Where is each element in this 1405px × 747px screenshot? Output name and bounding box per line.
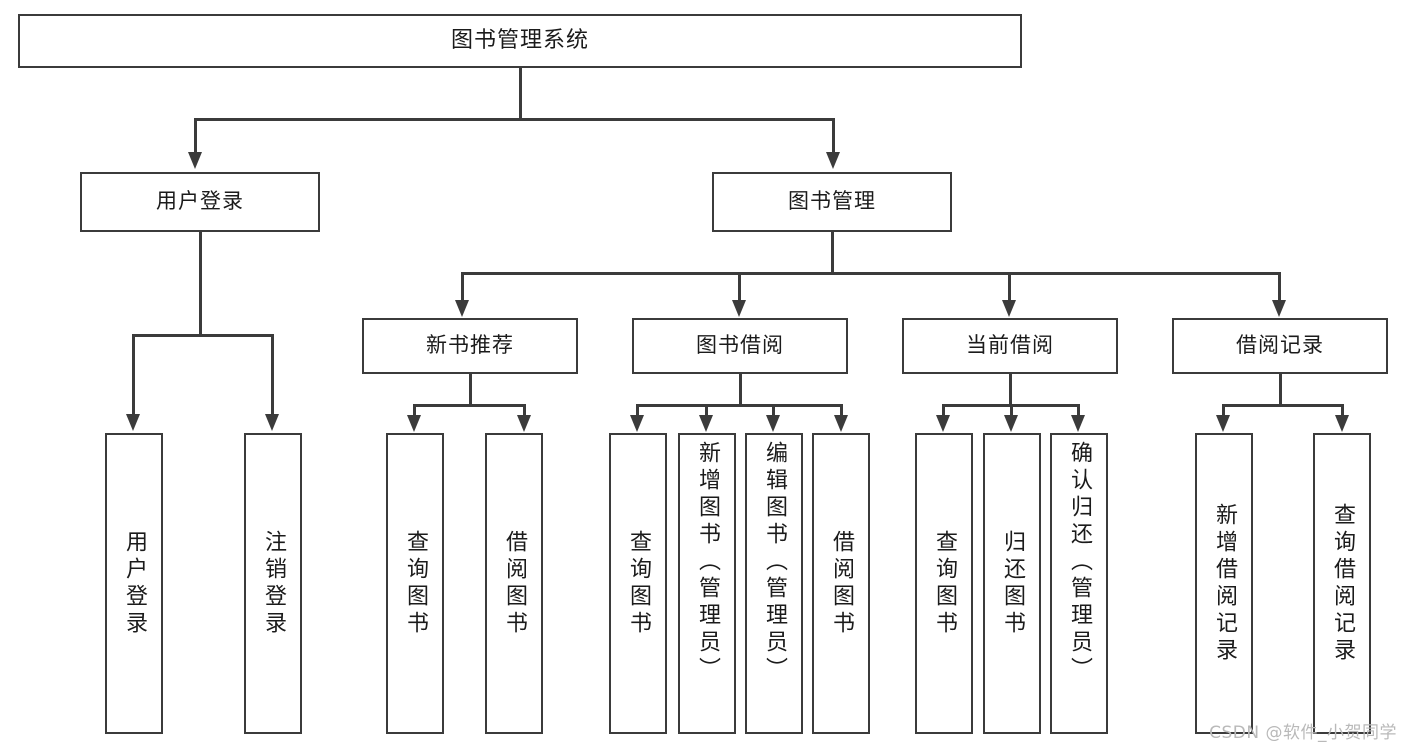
- connector-book-management-bar: [462, 272, 1281, 275]
- arrowhead-user-login-leaf-1: [126, 414, 140, 431]
- leaf-current-borrow-query-book[interactable]: 查询图书: [915, 433, 973, 734]
- connector-bm-drop-3: [1008, 272, 1011, 302]
- arrowhead-bb-leaf-3: [766, 415, 780, 432]
- leaf-label: 新增图书（管理员）: [695, 441, 720, 684]
- leaf-label: 确认归还（管理员）: [1067, 441, 1092, 684]
- arrowhead-root-to-book-management: [826, 152, 840, 169]
- leaf-label: 查询图书: [626, 529, 651, 638]
- connector-root-to-book-management: [832, 118, 835, 154]
- connector-bb-drop-2: [705, 404, 708, 418]
- node-root-book-management-system[interactable]: 图书管理系统: [18, 14, 1022, 68]
- arrowhead-cb-leaf-3: [1071, 415, 1085, 432]
- arrowhead-bm-child-3: [1002, 300, 1016, 317]
- node-book-borrow[interactable]: 图书借阅: [632, 318, 848, 374]
- connector-br-bar: [1223, 404, 1343, 407]
- arrowhead-bm-child-4: [1272, 300, 1286, 317]
- arrowhead-bb-leaf-2: [699, 415, 713, 432]
- connector-bb-drop-3: [772, 404, 775, 418]
- arrowhead-nbr-leaf-2: [517, 415, 531, 432]
- connector-root-bar: [195, 118, 835, 121]
- leaf-label: 新增借阅记录: [1212, 502, 1237, 665]
- connector-root-stem: [519, 68, 522, 120]
- node-user-login[interactable]: 用户登录: [80, 172, 320, 232]
- leaf-current-borrow-return-book[interactable]: 归还图书: [983, 433, 1041, 734]
- arrowhead-br-leaf-1: [1216, 415, 1230, 432]
- node-label: 新书推荐: [426, 333, 514, 358]
- arrowhead-cb-leaf-2: [1004, 415, 1018, 432]
- connector-br-drop-2: [1341, 404, 1344, 418]
- connector-cb-drop-2: [1010, 404, 1013, 418]
- connector-book-management-stem: [831, 232, 834, 274]
- leaf-book-borrow-query-book[interactable]: 查询图书: [609, 433, 667, 734]
- arrowhead-root-to-user-login: [188, 152, 202, 169]
- connector-user-login-stem: [199, 232, 202, 336]
- leaf-user-login-login[interactable]: 用户登录: [105, 433, 163, 734]
- connector-cb-stem: [1009, 374, 1012, 406]
- leaf-label: 查询借阅记录: [1330, 502, 1355, 665]
- connector-user-login-drop-1: [132, 334, 135, 416]
- connector-nbr-stem: [469, 374, 472, 406]
- node-label: 图书借阅: [696, 333, 784, 358]
- leaf-new-book-borrow-book[interactable]: 借阅图书: [485, 433, 543, 734]
- connector-br-drop-1: [1222, 404, 1225, 418]
- connector-cb-drop-3: [1077, 404, 1080, 418]
- leaf-borrow-record-query-record[interactable]: 查询借阅记录: [1313, 433, 1371, 734]
- leaf-borrow-record-add-record[interactable]: 新增借阅记录: [1195, 433, 1253, 734]
- connector-nbr-drop-2: [523, 404, 526, 418]
- node-label: 用户登录: [156, 189, 244, 214]
- arrowhead-bb-leaf-1: [630, 415, 644, 432]
- arrowhead-user-login-leaf-2: [265, 414, 279, 431]
- connector-bb-drop-1: [636, 404, 639, 418]
- node-book-management[interactable]: 图书管理: [712, 172, 952, 232]
- leaf-label: 查询图书: [403, 529, 428, 638]
- leaf-new-book-query-book[interactable]: 查询图书: [386, 433, 444, 734]
- leaf-label: 查询图书: [932, 529, 957, 638]
- node-label: 借阅记录: [1236, 333, 1324, 358]
- node-current-borrow[interactable]: 当前借阅: [902, 318, 1118, 374]
- node-new-book-recommend[interactable]: 新书推荐: [362, 318, 578, 374]
- leaf-label: 编辑图书（管理员）: [762, 441, 787, 684]
- node-borrow-record[interactable]: 借阅记录: [1172, 318, 1388, 374]
- connector-bm-drop-2: [738, 272, 741, 302]
- leaf-label: 用户登录: [122, 529, 147, 638]
- leaf-current-borrow-confirm-return-admin[interactable]: 确认归还（管理员）: [1050, 433, 1108, 734]
- leaf-book-borrow-borrow-book[interactable]: 借阅图书: [812, 433, 870, 734]
- arrowhead-br-leaf-2: [1335, 415, 1349, 432]
- connector-user-login-drop-2: [271, 334, 274, 416]
- connector-bb-bar: [637, 404, 842, 407]
- arrowhead-bm-child-1: [455, 300, 469, 317]
- leaf-label: 借阅图书: [829, 529, 854, 638]
- connector-cb-drop-1: [942, 404, 945, 418]
- leaf-book-borrow-edit-book-admin[interactable]: 编辑图书（管理员）: [745, 433, 803, 734]
- connector-nbr-bar: [414, 404, 525, 407]
- connector-nbr-drop-1: [413, 404, 416, 418]
- leaf-label: 归还图书: [1000, 529, 1025, 638]
- connector-bm-drop-1: [461, 272, 464, 302]
- connector-bm-drop-4: [1278, 272, 1281, 302]
- connector-br-stem: [1279, 374, 1282, 406]
- leaf-label: 借阅图书: [502, 529, 527, 638]
- node-label: 当前借阅: [966, 333, 1054, 358]
- arrowhead-bb-leaf-4: [834, 415, 848, 432]
- node-label: 图书管理: [788, 189, 876, 214]
- connector-bb-stem: [739, 374, 742, 406]
- node-label: 图书管理系统: [450, 27, 589, 53]
- leaf-book-borrow-add-book-admin[interactable]: 新增图书（管理员）: [678, 433, 736, 734]
- leaf-user-login-logout[interactable]: 注销登录: [244, 433, 302, 734]
- leaf-label: 注销登录: [261, 529, 286, 638]
- arrowhead-cb-leaf-1: [936, 415, 950, 432]
- arrowhead-bm-child-2: [732, 300, 746, 317]
- connector-bb-drop-4: [840, 404, 843, 418]
- connector-user-login-bar: [133, 334, 273, 337]
- arrowhead-nbr-leaf-1: [407, 415, 421, 432]
- connector-root-to-user-login: [194, 118, 197, 154]
